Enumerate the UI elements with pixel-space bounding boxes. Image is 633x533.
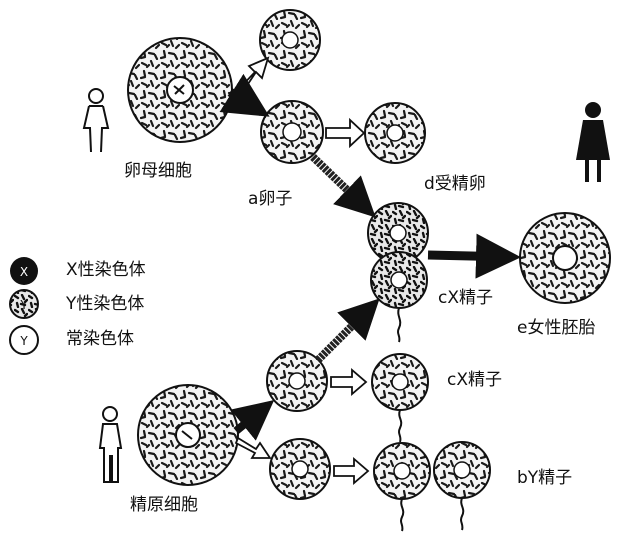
legend-y-text: Y性染色体 [66, 296, 144, 313]
sperm-x-mid-label: cX精子 [447, 372, 502, 389]
female-dress-figure-icon [576, 102, 610, 182]
arrow-egg-to-fertilized [326, 120, 364, 146]
spermatogonium-cell [138, 385, 238, 485]
arrow-oocyte-to-polar [236, 58, 268, 96]
female-embryo-cell [520, 213, 610, 303]
arrow-spermatogonium-to-y [236, 438, 270, 458]
fertilization-pair [368, 203, 428, 342]
oocyte-cell [128, 38, 232, 142]
oocyte-label: 卵母细胞 [124, 163, 192, 180]
sperm-y-label: bY精子 [517, 470, 572, 487]
arrow-egg-to-fertilization [313, 157, 370, 212]
spermatocyte-y-cell [270, 439, 330, 499]
svg-text:Y: Y [19, 298, 28, 312]
egg-label: a卵子 [248, 191, 292, 208]
sperm-x-cell [372, 354, 428, 442]
arrow-zygote-to-embryo [428, 255, 512, 257]
x-chromosome-legend-icon: X [10, 257, 38, 285]
legend-autosome-text: 常染色体 [66, 331, 134, 348]
arrow-spermatocyte-to-fertilization [318, 304, 374, 360]
svg-text:Y: Y [19, 334, 28, 348]
sperm-x-top-label: cX精子 [438, 290, 493, 307]
arrow-oocyte-to-egg [230, 92, 262, 112]
male-figure-icon [100, 407, 121, 482]
legend-x-text: X性染色体 [66, 262, 146, 279]
y-chromosome-legend-icon: Y [10, 290, 38, 318]
polar-body-cell [260, 10, 320, 70]
arrow-x-to-sperm [331, 370, 366, 394]
arrow-spermatogonium-to-x [236, 405, 268, 431]
sperm-pair-bottom [374, 442, 490, 531]
fertilized-egg-label: d受精卵 [424, 176, 486, 193]
spermatogonium-label: 精原细胞 [130, 497, 198, 514]
female-figure-icon [84, 89, 108, 152]
female-embryo-label: e女性胚胎 [517, 320, 595, 337]
svg-text:X: X [20, 265, 28, 279]
autosome-legend-icon: Y [10, 326, 38, 354]
fertilized-egg-cell [365, 103, 425, 163]
arrow-y-to-sperm [334, 459, 368, 483]
egg-cell [261, 101, 323, 163]
